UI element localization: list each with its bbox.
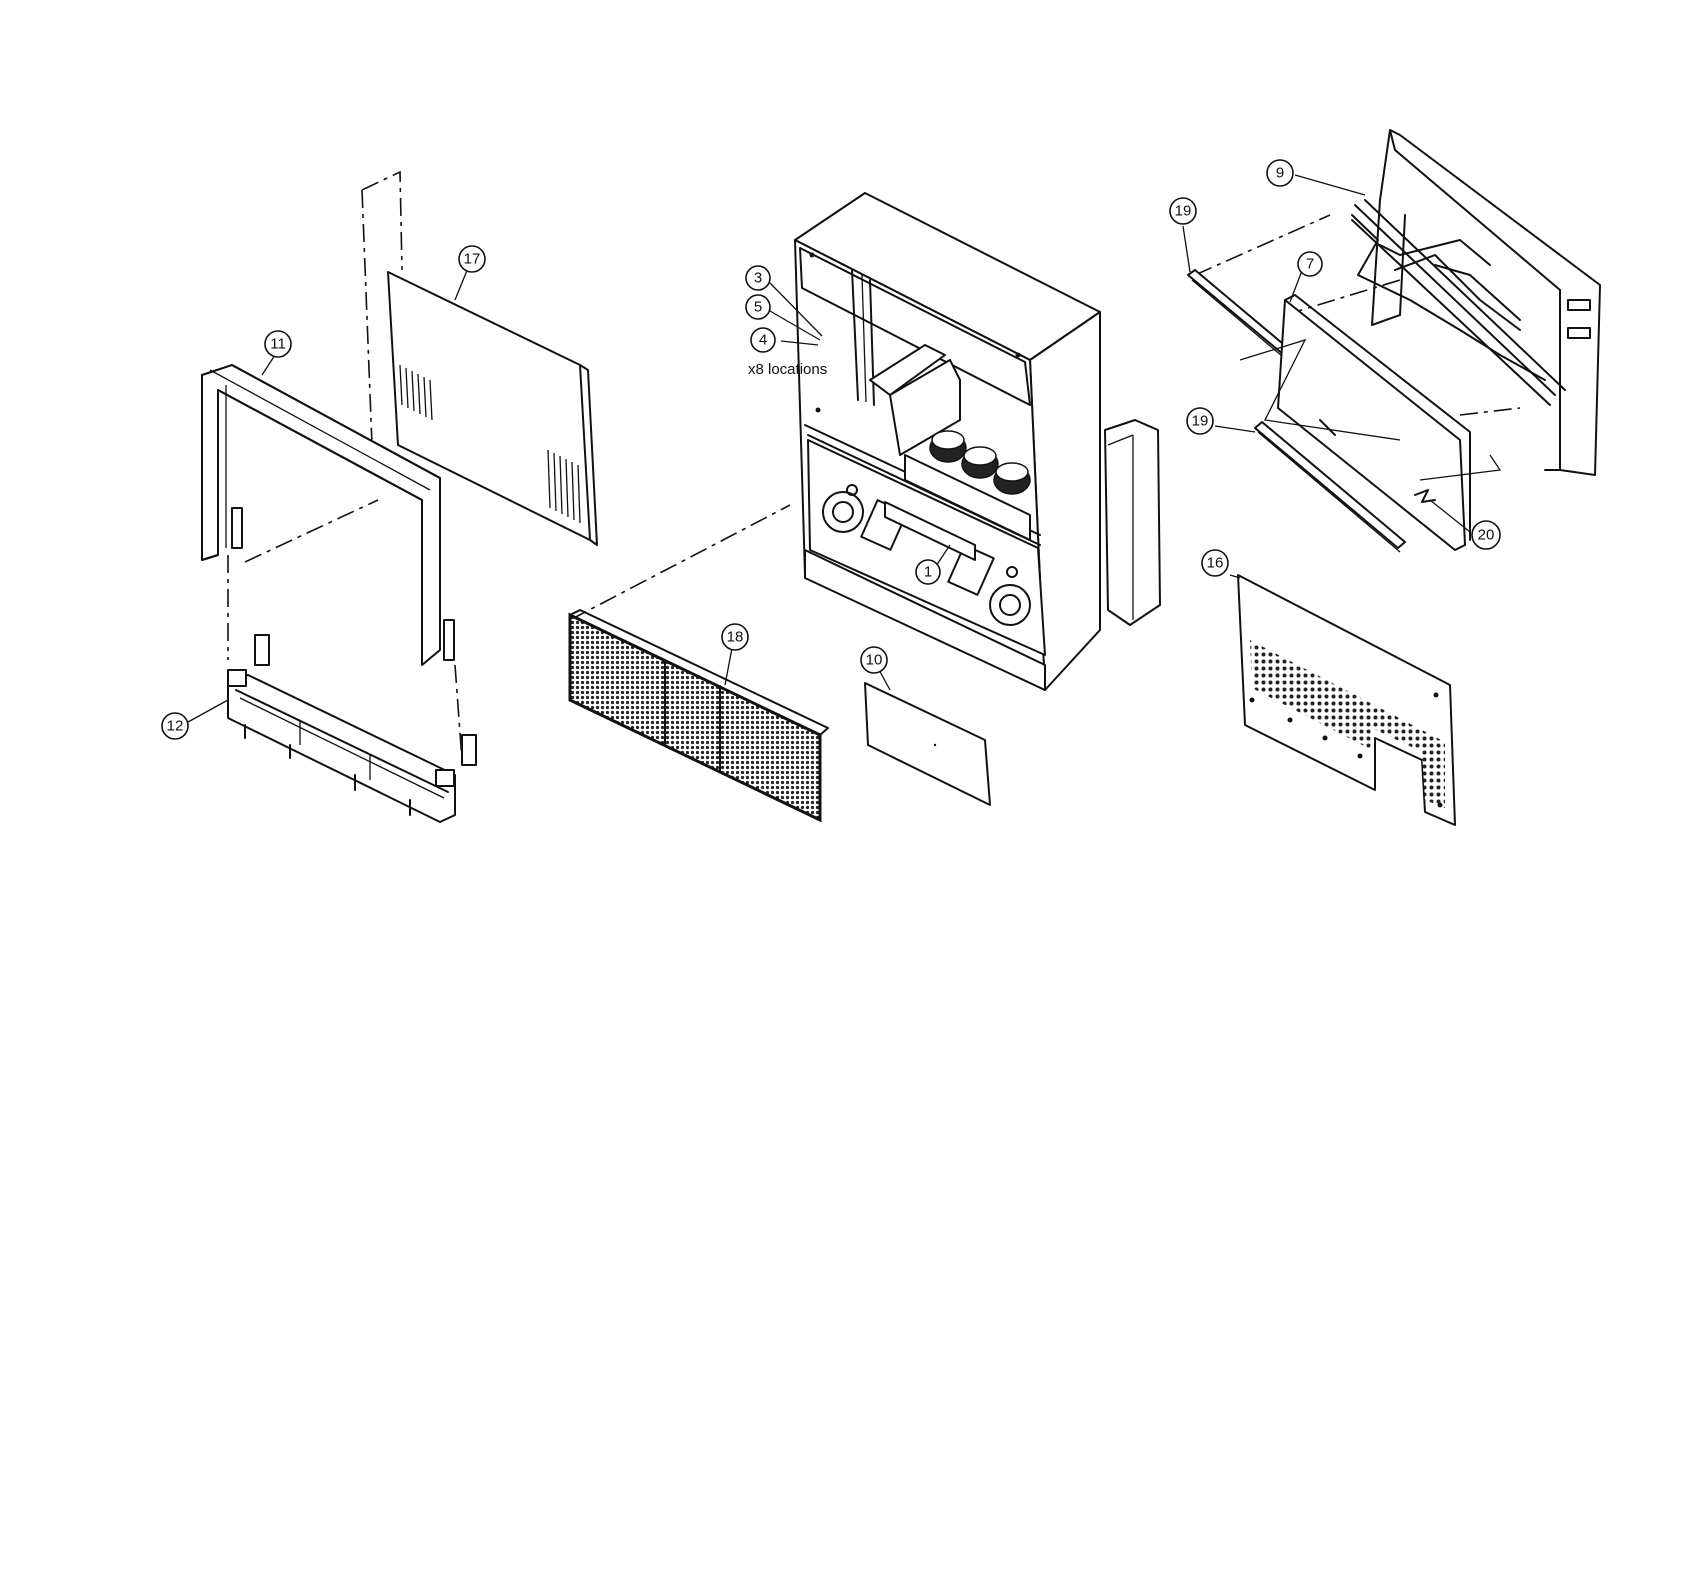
callout-17: 17 — [458, 245, 486, 273]
svg-text:19: 19 — [1175, 203, 1192, 220]
svg-text:5: 5 — [754, 299, 762, 316]
callout-19-upper: 19 — [1169, 197, 1197, 225]
part-12-base — [227, 634, 477, 823]
callout-20: 20 — [1471, 520, 1501, 550]
callout-4: 4 — [750, 327, 776, 353]
part-16-rear-cover — [1237, 574, 1456, 826]
svg-text:18: 18 — [727, 629, 744, 646]
callout-12: 12 — [161, 712, 189, 740]
svg-text:4: 4 — [759, 332, 767, 349]
svg-text:10: 10 — [866, 652, 883, 669]
callout-3: 3 — [745, 265, 771, 291]
svg-text:7: 7 — [1306, 256, 1314, 273]
callout-18: 18 — [721, 623, 749, 651]
callout-1: 1 — [915, 559, 941, 585]
callout-11: 11 — [264, 330, 292, 358]
note-x8-locations: x8 locations — [748, 361, 827, 378]
part-7-panel — [1239, 294, 1471, 551]
part-19-bracket-lower — [1254, 421, 1406, 553]
svg-text:9: 9 — [1276, 165, 1284, 182]
callout-9: 9 — [1266, 159, 1294, 187]
part-10-label — [864, 682, 991, 806]
svg-text:17: 17 — [464, 251, 481, 268]
callout-10: 10 — [860, 646, 888, 674]
part-18-grille — [568, 504, 829, 823]
main-cabinet — [794, 192, 1161, 691]
part-17-panel — [361, 170, 598, 546]
callout-19-lower: 19 — [1186, 407, 1214, 435]
part-9-rear-assembly — [1194, 129, 1601, 476]
svg-text:11: 11 — [270, 336, 286, 353]
svg-text:19: 19 — [1192, 413, 1209, 430]
svg-text:3: 3 — [754, 270, 762, 287]
svg-text:16: 16 — [1207, 555, 1224, 572]
callout-16: 16 — [1201, 549, 1229, 577]
svg-text:1: 1 — [924, 564, 932, 581]
svg-text:12: 12 — [167, 718, 184, 735]
svg-text:20: 20 — [1478, 527, 1495, 544]
part-11-frame — [201, 364, 463, 761]
part-20-clip — [1414, 454, 1502, 503]
callout-7: 7 — [1297, 251, 1323, 277]
callout-5: 5 — [745, 294, 771, 320]
